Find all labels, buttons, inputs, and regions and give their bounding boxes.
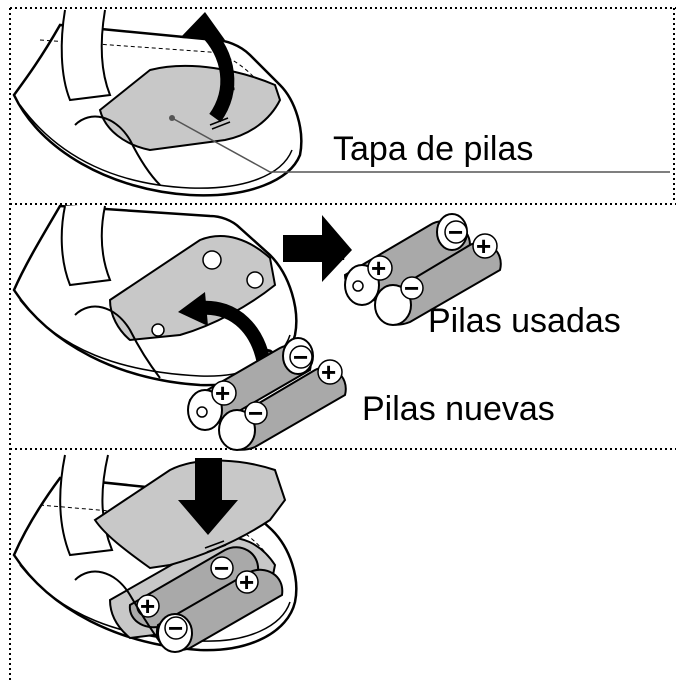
step-3-down-arrow	[178, 458, 238, 535]
used-batteries: + − − +	[343, 213, 502, 326]
minus-sign: −	[293, 342, 308, 372]
panel-replace-batteries: 2 + − − + 2	[12, 204, 502, 451]
minus-sign: −	[248, 398, 263, 428]
plus-sign: +	[239, 567, 254, 597]
battery-compartment	[108, 235, 277, 342]
battery-cover	[98, 65, 282, 152]
minus-sign: −	[214, 553, 229, 583]
panel-close-cover: + − − + 3	[12, 454, 298, 653]
plus-sign: +	[476, 231, 491, 261]
label-battery-cover: Tapa de pilas	[333, 130, 533, 168]
step-2-remove-number: 2	[328, 231, 346, 267]
cover-leader-line	[171, 117, 670, 173]
step-1-number: 1	[218, 61, 236, 97]
label-used-batteries: Pilas usadas	[428, 302, 621, 340]
plus-sign: +	[321, 357, 336, 387]
panel-borders	[9, 7, 676, 683]
plus-sign: +	[140, 591, 155, 621]
new-batteries: + − − +	[187, 337, 347, 451]
step-2-remove-arrow	[283, 215, 352, 282]
minus-sign: −	[448, 217, 463, 247]
minus-sign: −	[168, 613, 183, 643]
panel-open-cover: 1	[12, 9, 670, 197]
step-3-number: 3	[198, 481, 216, 517]
label-new-batteries: Pilas nuevas	[362, 390, 555, 428]
plus-sign: +	[215, 378, 230, 408]
minus-sign: −	[404, 273, 419, 303]
plus-sign: +	[371, 253, 386, 283]
